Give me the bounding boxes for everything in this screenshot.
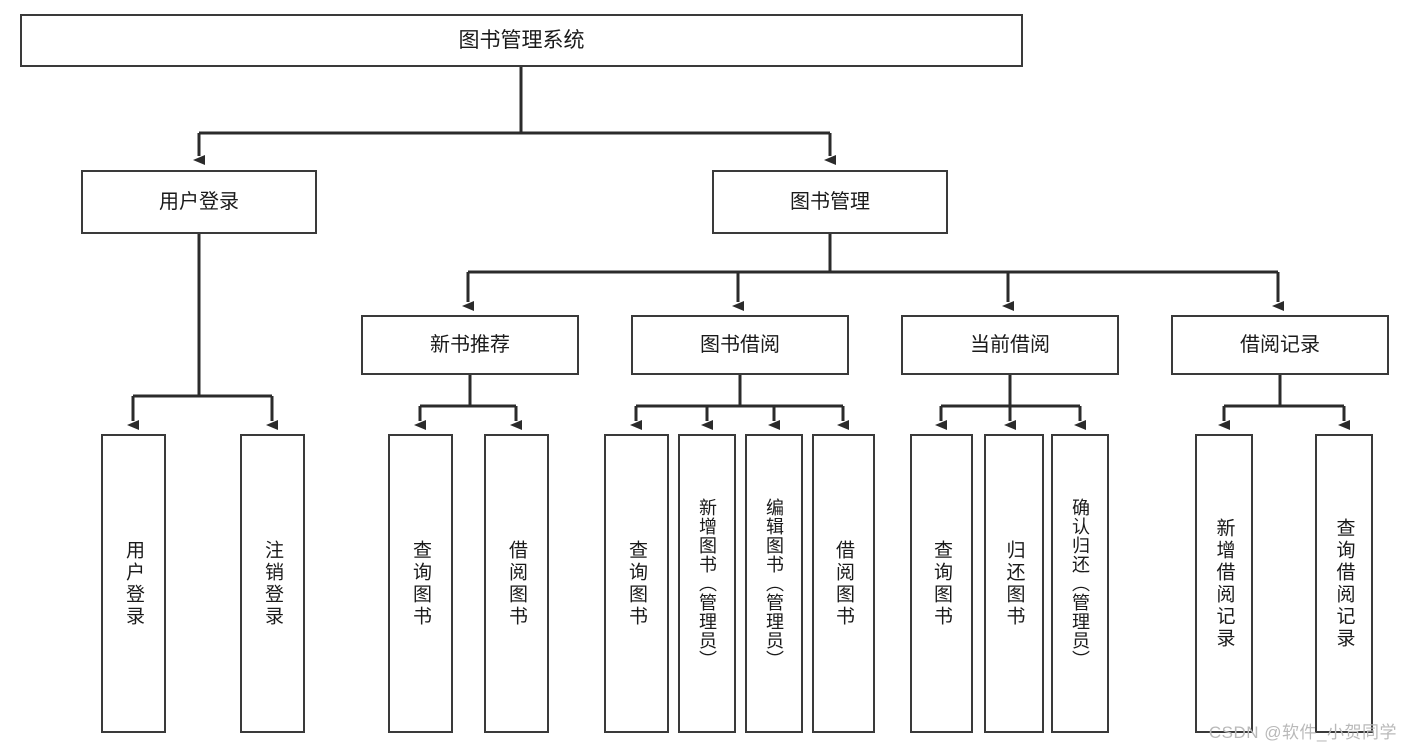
- node-leaf-borrow-book-1-label: 借阅图书: [506, 539, 527, 628]
- node-leaf-borrow-book-2[interactable]: 借阅图书: [812, 434, 875, 733]
- node-user-login[interactable]: 用户登录: [81, 170, 317, 234]
- node-book-manage-label: 图书管理: [790, 190, 870, 213]
- node-leaf-borrow-book-1[interactable]: 借阅图书: [484, 434, 549, 733]
- node-leaf-query-book-3-label: 查询图书: [931, 539, 952, 628]
- node-leaf-confirm-return[interactable]: 确认归还（管理员）: [1051, 434, 1109, 733]
- node-leaf-user-login-label: 用户登录: [123, 539, 144, 628]
- node-current-borrow-label: 当前借阅: [970, 333, 1050, 356]
- node-borrow-record-label: 借阅记录: [1240, 333, 1320, 356]
- node-leaf-edit-book[interactable]: 编辑图书（管理员）: [745, 434, 803, 733]
- node-new-book-recommend-label: 新书推荐: [430, 333, 510, 356]
- node-leaf-user-login[interactable]: 用户登录: [101, 434, 166, 733]
- node-leaf-add-book-label: 新增图书（管理员）: [697, 498, 717, 669]
- node-leaf-add-record[interactable]: 新增借阅记录: [1195, 434, 1253, 733]
- watermark: CSDN @软件_小贺同学: [1208, 723, 1397, 742]
- node-leaf-query-book-2[interactable]: 查询图书: [604, 434, 669, 733]
- node-leaf-user-logout-label: 注销登录: [262, 539, 283, 628]
- node-new-book-recommend[interactable]: 新书推荐: [361, 315, 579, 375]
- node-leaf-add-record-label: 新增借阅记录: [1213, 517, 1235, 650]
- node-book-borrow-label: 图书借阅: [700, 333, 780, 356]
- node-leaf-query-book-1[interactable]: 查询图书: [388, 434, 453, 733]
- node-leaf-query-book-2-label: 查询图书: [626, 539, 647, 628]
- node-leaf-confirm-return-label: 确认归还（管理员）: [1070, 498, 1090, 669]
- node-current-borrow[interactable]: 当前借阅: [901, 315, 1119, 375]
- node-leaf-add-book[interactable]: 新增图书（管理员）: [678, 434, 736, 733]
- node-leaf-query-book-3[interactable]: 查询图书: [910, 434, 973, 733]
- node-borrow-record[interactable]: 借阅记录: [1171, 315, 1389, 375]
- node-user-login-label: 用户登录: [159, 190, 239, 213]
- node-leaf-edit-book-label: 编辑图书（管理员）: [764, 498, 784, 669]
- node-leaf-user-logout[interactable]: 注销登录: [240, 434, 305, 733]
- node-leaf-query-book-1-label: 查询图书: [410, 539, 431, 628]
- node-leaf-return-book-label: 归还图书: [1003, 539, 1025, 628]
- node-root-title[interactable]: 图书管理系统: [20, 14, 1023, 67]
- node-book-manage[interactable]: 图书管理: [712, 170, 948, 234]
- node-leaf-query-record[interactable]: 查询借阅记录: [1315, 434, 1373, 733]
- node-root-title-label: 图书管理系统: [458, 28, 585, 52]
- node-book-borrow[interactable]: 图书借阅: [631, 315, 849, 375]
- node-leaf-query-record-label: 查询借阅记录: [1333, 517, 1355, 650]
- node-leaf-borrow-book-2-label: 借阅图书: [833, 539, 854, 628]
- node-leaf-return-book[interactable]: 归还图书: [984, 434, 1044, 733]
